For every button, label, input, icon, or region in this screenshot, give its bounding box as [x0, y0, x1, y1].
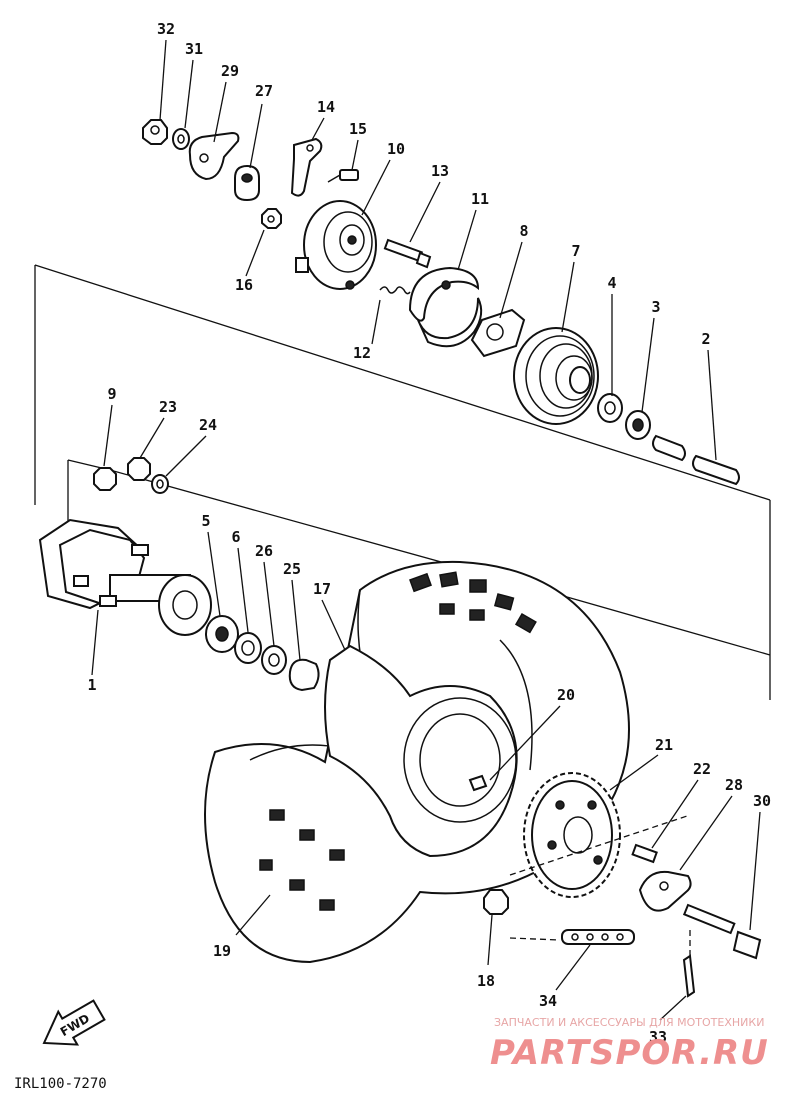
callout-13: 13: [431, 162, 449, 180]
part-8-bracket: [470, 308, 526, 358]
part-20-valve: [468, 774, 488, 792]
part-18-nut: [483, 889, 509, 915]
callout-29: 29: [221, 62, 239, 80]
part-23-nut: [127, 457, 151, 481]
part-27-bushing: [234, 164, 260, 202]
part-2-spacer: [652, 434, 740, 486]
part-22-bolt: [631, 843, 658, 864]
callout-15: 15: [349, 120, 367, 138]
callout-34: 34: [539, 992, 557, 1010]
callout-11: 11: [471, 190, 489, 208]
fwd-arrow-icon: FWD: [42, 999, 106, 1046]
callout-25: 25: [283, 560, 301, 578]
callout-33: 33: [649, 1028, 667, 1046]
part-1-hub-axle: [38, 518, 212, 636]
part-24-washer: [151, 474, 169, 494]
part-15-bolt: [327, 169, 359, 183]
callout-30: 30: [753, 792, 771, 810]
callout-8: 8: [519, 222, 528, 240]
chain-guide-line: [509, 814, 691, 960]
callout-17: 17: [313, 580, 331, 598]
callout-23: 23: [159, 398, 177, 416]
callout-16: 16: [235, 276, 253, 294]
part-21-sprocket: [523, 772, 621, 898]
callout-9: 9: [107, 385, 116, 403]
part-9-nut: [93, 467, 117, 491]
callout-21: 21: [655, 736, 673, 754]
callout-14: 14: [317, 98, 335, 116]
callout-numbers: 32 31 29 27 14 15 10 13 11 8 7 4 3 2 16 …: [87, 20, 771, 1046]
callout-6: 6: [231, 528, 240, 546]
part-7-brake-drum: [513, 327, 599, 425]
callout-5: 5: [201, 512, 210, 530]
leader-lines: [91, 39, 761, 1021]
part-11-brake-shoes: [408, 266, 483, 348]
part-6-seal: [234, 632, 262, 664]
part-25-collar: [288, 658, 320, 692]
watermark-tagline: ЗАПЧАСТИ И АКСЕССУАРЫ ДЛЯ МОТОТЕХНИКИ: [494, 1016, 764, 1029]
callout-27: 27: [255, 82, 273, 100]
diagram-code: IRL100-7270: [14, 1076, 107, 1092]
part-32-nut: [142, 119, 168, 145]
part-26-washer: [261, 645, 287, 675]
callout-28: 28: [725, 776, 743, 794]
part-31-washer: [172, 128, 190, 150]
callout-10: 10: [387, 140, 405, 158]
part-33-cotter-pin: [682, 954, 696, 998]
callout-22: 22: [693, 760, 711, 778]
callout-26: 26: [255, 542, 273, 560]
callout-32: 32: [157, 20, 175, 38]
part-34-chain: [509, 929, 635, 945]
callout-31: 31: [185, 40, 203, 58]
watermark-brand: PARTSPOR.RU: [490, 1033, 769, 1073]
callout-3: 3: [651, 298, 660, 316]
callout-2: 2: [701, 330, 710, 348]
part-10-brake-plate: [295, 200, 377, 290]
callout-4: 4: [607, 274, 616, 292]
part-28-adjuster: [638, 870, 692, 912]
part-3-bearing: [625, 410, 651, 440]
callout-12: 12: [353, 344, 371, 362]
callout-1: 1: [87, 676, 96, 694]
watermark: ЗАПЧАСТИ И АКСЕССУАРЫ ДЛЯ МОТОТЕХНИКИ PA…: [490, 1016, 769, 1073]
part-16-nut: [261, 208, 282, 229]
callout-7: 7: [571, 242, 580, 260]
callout-20: 20: [557, 686, 575, 704]
part-4-seal: [597, 393, 623, 423]
part-14-cam-lever: [290, 137, 323, 197]
part-13-cam-shaft: [383, 238, 432, 269]
part-30-adjust-bolt: [682, 903, 762, 960]
part-17-rim: [324, 644, 518, 858]
part-5-bearing: [205, 615, 239, 653]
callout-19: 19: [213, 942, 231, 960]
callout-18: 18: [477, 972, 495, 990]
callout-24: 24: [199, 416, 217, 434]
tire-tread-blocks: [259, 571, 537, 911]
part-12-spring: [379, 286, 411, 295]
part-29-brake-arm: [188, 131, 240, 181]
